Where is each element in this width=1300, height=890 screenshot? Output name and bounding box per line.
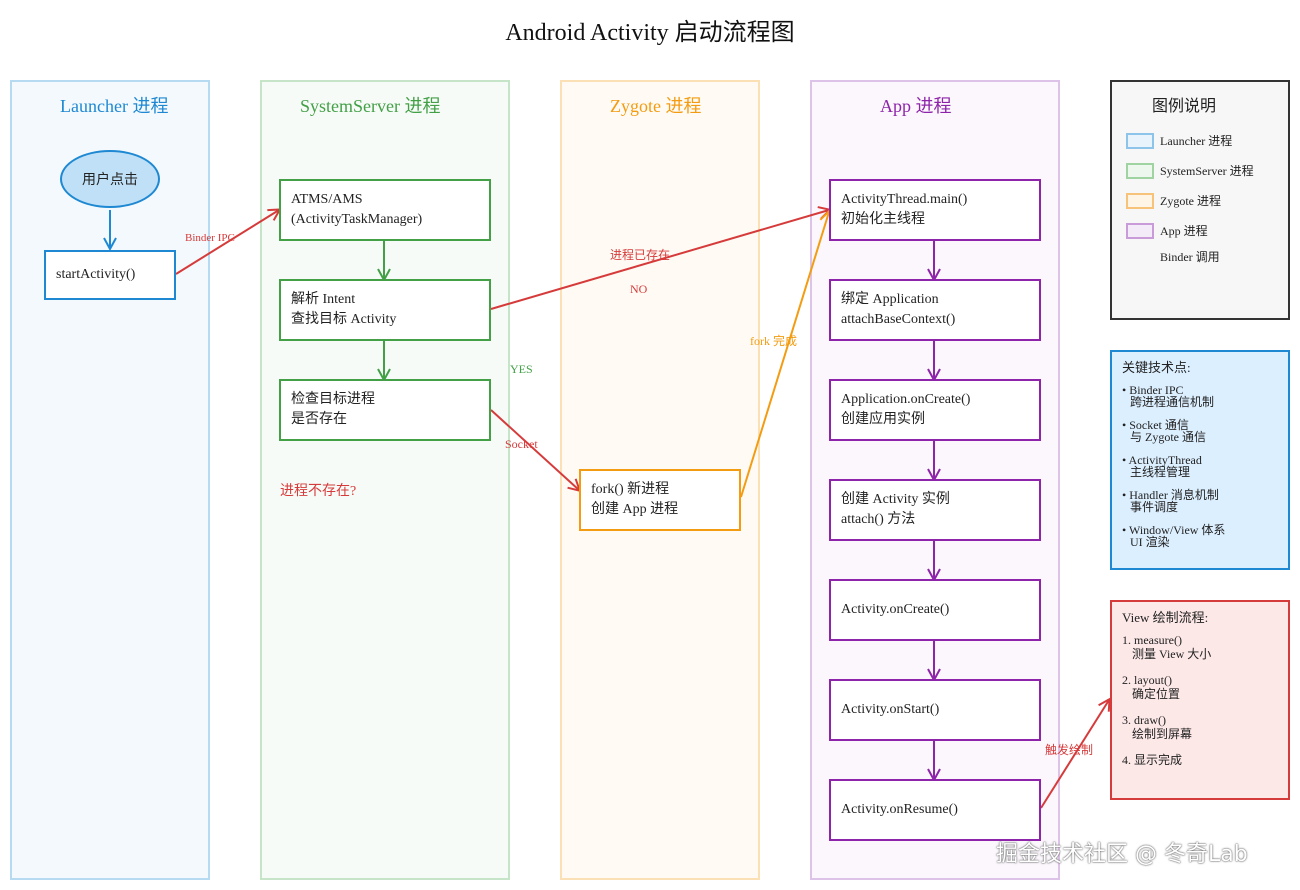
view-flow-header: View 绘制流程: <box>1122 610 1209 625</box>
view-flow-step-title: 1. measure() <box>1122 633 1182 647</box>
legend-item-launcher: Launcher 进程 <box>1126 132 1232 149</box>
key-point-item: • Binder IPC 跨进程通信机制 <box>1122 384 1278 408</box>
legend-label-binder: Binder 调用 <box>1160 250 1220 264</box>
fork-line2: 创建 App 进程 <box>591 502 679 517</box>
view-flow-step: 3. draw() 绘制到屏幕 <box>1122 714 1278 740</box>
legend-label-systemserver: SystemServer 进程 <box>1160 164 1254 178</box>
atms-line2: (ActivityTaskManager) <box>291 212 423 227</box>
edge-label-process-exists: 进程已存在 <box>610 248 671 262</box>
edge-label-no: NO <box>630 282 648 296</box>
activity-oncreate-node: Activity.onCreate() <box>829 579 1041 641</box>
legend-label-launcher: Launcher 进程 <box>1160 134 1233 148</box>
view-flow-step-desc: 绘制到屏幕 <box>1132 727 1193 741</box>
lane-title-zygote: Zygote 进程 <box>610 96 702 116</box>
view-flow-step-title: 4. 显示完成 <box>1122 753 1183 767</box>
atms-line1: ATMS/AMS <box>291 192 363 207</box>
lane-title-app: App 进程 <box>880 96 952 116</box>
legend-swatch-launcher <box>1126 132 1154 149</box>
key-point-desc: 主线程管理 <box>1130 465 1191 479</box>
view-flow-step: 4. 显示完成 <box>1122 754 1278 766</box>
lane-title-systemserver: SystemServer 进程 <box>300 96 441 116</box>
start-activity-node: startActivity() <box>44 250 176 300</box>
key-point-title: • Binder IPC <box>1122 383 1184 397</box>
createact-line1: 创建 Activity 实例 <box>841 492 950 507</box>
key-point-item: • ActivityThread 主线程管理 <box>1122 454 1278 478</box>
bind-application-node: 绑定 Application attachBaseContext() <box>829 279 1041 341</box>
view-flow-step: 1. measure() 测量 View 大小 <box>1122 634 1278 660</box>
view-flow-step-desc: 测量 View 大小 <box>1132 647 1212 661</box>
create-activity-node: 创建 Activity 实例 attach() 方法 <box>829 479 1041 541</box>
appcreate-line2: 创建应用实例 <box>841 412 925 427</box>
edge-label-fork-done: fork 完成 <box>750 334 797 348</box>
lane-title-launcher: Launcher 进程 <box>60 96 169 116</box>
legend-item-zygote: Zygote 进程 <box>1126 192 1221 209</box>
key-point-desc: UI 渲染 <box>1130 535 1170 549</box>
view-flow-step-title: 2. layout() <box>1122 673 1172 687</box>
watermark: 掘金技术社区 @ 冬奇Lab <box>996 842 1248 867</box>
key-point-desc: 跨进程通信机制 <box>1130 395 1215 409</box>
key-point-item: • Socket 通信 与 Zygote 通信 <box>1122 419 1278 443</box>
legend-title: 图例说明 <box>1152 98 1217 115</box>
legend-panel: 图例说明 Launcher 进程 SystemServer 进程 Zygote … <box>1110 80 1290 320</box>
key-points-header: 关键技术点: <box>1122 360 1191 375</box>
bind-line2: attachBaseContext() <box>841 312 956 327</box>
parse-line2: 查找目标 Activity <box>291 312 397 327</box>
view-flow-step-title: 3. draw() <box>1122 713 1166 727</box>
bind-line1: 绑定 Application <box>841 292 939 307</box>
key-point-title: • Socket 通信 <box>1122 418 1189 432</box>
key-point-title: • Handler 消息机制 <box>1122 488 1219 502</box>
parse-line1: 解析 Intent <box>291 292 356 307</box>
createact-line2: attach() 方法 <box>841 512 916 527</box>
start-activity-label: startActivity() <box>56 267 136 282</box>
oncreate-label: Activity.onCreate() <box>841 602 950 617</box>
legend-item-systemserver: SystemServer 进程 <box>1126 162 1254 179</box>
key-points-panel: 关键技术点: • Binder IPC 跨进程通信机制 • Socket 通信 … <box>1110 350 1290 570</box>
key-point-title: • ActivityThread <box>1122 453 1202 467</box>
atms-node: ATMS/AMS (ActivityTaskManager) <box>279 179 491 241</box>
process-not-exist-label: 进程不存在? <box>280 484 357 499</box>
key-point-item: • Window/View 体系 UI 渲染 <box>1122 524 1278 548</box>
view-flow-step: 2. layout() 确定位置 <box>1122 674 1278 700</box>
parse-intent-node: 解析 Intent 查找目标 Activity <box>279 279 491 341</box>
view-flow-panel: View 绘制流程: 1. measure() 测量 View 大小 2. la… <box>1110 600 1290 800</box>
activity-thread-node: ActivityThread.main() 初始化主线程 <box>829 179 1041 241</box>
edge-label-yes: YES <box>510 362 533 376</box>
legend-swatch-systemserver <box>1126 162 1154 179</box>
edge-label-socket: Socket <box>505 437 538 451</box>
thread-line1: ActivityThread.main() <box>841 192 968 207</box>
check-process-node: 检查目标进程 是否存在 <box>279 379 491 441</box>
legend-label-zygote: Zygote 进程 <box>1160 194 1221 208</box>
activity-onresume-node: Activity.onResume() <box>829 779 1041 841</box>
activity-onstart-node: Activity.onStart() <box>829 679 1041 741</box>
key-point-desc: 事件调度 <box>1130 500 1179 514</box>
onstart-label: Activity.onStart() <box>841 702 940 717</box>
appcreate-line1: Application.onCreate() <box>841 392 971 407</box>
legend-item-binder: Binder 调用 <box>1160 248 1220 265</box>
key-point-item: • Handler 消息机制 事件调度 <box>1122 489 1278 513</box>
view-flow-step-desc: 确定位置 <box>1132 687 1181 701</box>
legend-swatch-app <box>1126 222 1154 239</box>
legend-swatch-zygote <box>1126 192 1154 209</box>
fork-node: fork() 新进程 创建 App 进程 <box>579 469 741 531</box>
key-point-desc: 与 Zygote 通信 <box>1130 430 1206 444</box>
user-click-node: 用户点击 <box>60 150 160 208</box>
legend-label-app: App 进程 <box>1160 224 1208 238</box>
check-line2: 是否存在 <box>291 412 347 427</box>
onresume-label: Activity.onResume() <box>841 802 958 817</box>
legend-item-app: App 进程 <box>1126 222 1208 239</box>
edge-label-binder-ipc: Binder IPC <box>185 232 235 244</box>
diagram-title: Android Activity 启动流程图 <box>505 20 795 46</box>
check-line1: 检查目标进程 <box>291 392 375 407</box>
key-point-title: • Window/View 体系 <box>1122 523 1226 537</box>
thread-line2: 初始化主线程 <box>841 212 925 227</box>
edge-label-trigger-draw: 触发绘制 <box>1045 743 1094 757</box>
fork-line1: fork() 新进程 <box>591 482 670 497</box>
user-click-label: 用户点击 <box>82 173 138 188</box>
application-oncreate-node: Application.onCreate() 创建应用实例 <box>829 379 1041 441</box>
